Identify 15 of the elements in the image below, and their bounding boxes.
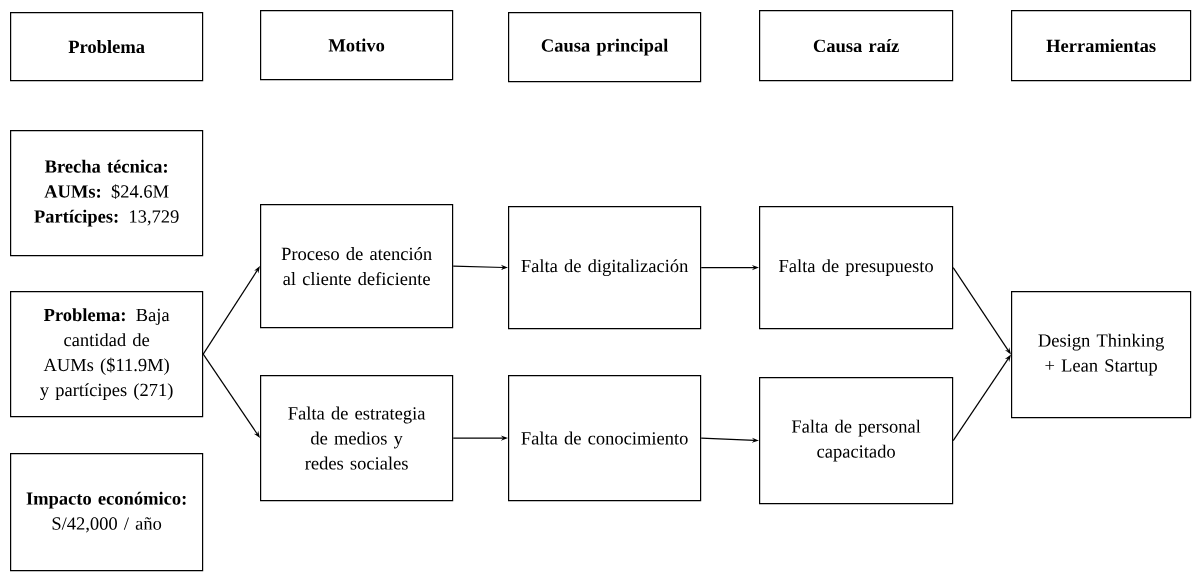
header-box: Causa raíz [759,10,954,82]
problem-box: Brecha técnica: AUMs: $24.6M Partícipes: 13,729 [10,130,204,257]
cause-box: Proceso de atención al cliente deficiente [260,204,454,329]
header-box: Problema [10,12,204,82]
header-box: Herramientas [1011,10,1192,82]
header-box: Causa principal [508,12,702,83]
header-box: Motivo [260,10,454,81]
problem-box: Impacto económico: S/42,000 / año [10,453,204,572]
cause-box: Falta de personal capacitado [759,377,954,505]
cause-box: Falta de presupuesto [759,206,954,330]
cause-box: Falta de estrategia de medios y redes sociales [260,375,454,502]
cause-box: Falta de digitalización [508,206,702,330]
tool-box: Design Thinking + Lean Startup [1011,291,1192,419]
cause-box: Falta de conocimiento [508,375,702,502]
problem-box: Problema: Baja cantidad de AUMs ($11.9M) y partícipes (271) [10,291,204,418]
